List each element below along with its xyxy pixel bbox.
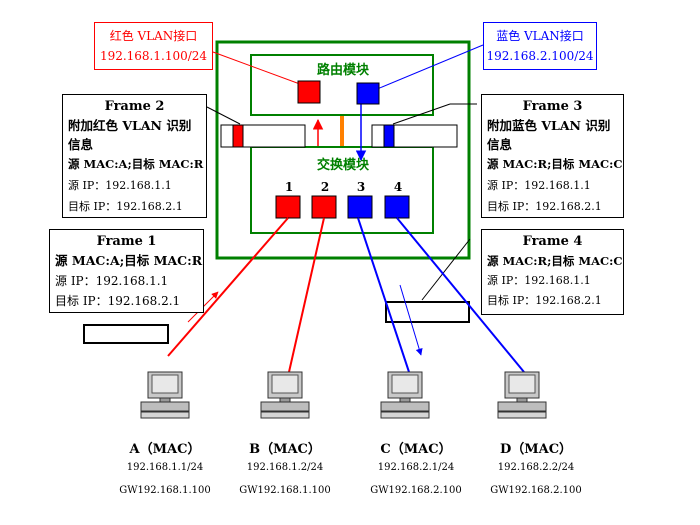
- frame2-info-box: Frame 2 附加红色 VLAN 识别 信息 源 MAC:A;目标 MAC:R…: [62, 94, 207, 218]
- host-d-link: [396, 217, 525, 373]
- routing-module-label: 路由模块: [316, 63, 369, 78]
- switch-port-4: [384, 195, 410, 219]
- routing-module-box: [250, 54, 434, 116]
- frame2-line-4: 源 IP：192.168.1.1: [68, 179, 172, 192]
- blue-callout-line: [369, 44, 484, 93]
- switching-module-box: [250, 146, 434, 234]
- frame1-packet: [83, 324, 169, 344]
- frame3-line-2: 信息: [487, 137, 513, 152]
- frame3-line-5: 目标 IP：192.168.2.1: [487, 200, 602, 213]
- frame1-line-3: 目标 IP：192.168.2.1: [55, 294, 181, 308]
- frame2-line-1: 附加红色 VLAN 识别: [68, 118, 192, 133]
- host-c-label: C（MAC）: [380, 442, 452, 457]
- switch-port-3: [347, 195, 373, 219]
- frame2-line-2: 信息: [68, 137, 94, 152]
- host-a-ip: 192.168.1.1/24: [126, 462, 204, 473]
- frame3-info-box: Frame 3 附加蓝色 VLAN 识别 信息 源 MAC:R;目标 MAC:C…: [481, 94, 624, 218]
- frame3-line-3: 源 MAC:R;目标 MAC:C: [487, 157, 623, 171]
- host-d-label: D（MAC）: [499, 442, 573, 457]
- layer3-switch-box: [215, 40, 471, 260]
- port-number-1: 1: [284, 180, 294, 194]
- frame3-line-1: 附加蓝色 VLAN 识别: [487, 118, 611, 133]
- switching-module-label: 交换模块: [316, 158, 369, 173]
- host-b-computer-icon: [260, 371, 310, 419]
- frame3-line-4: 源 IP：192.168.1.1: [487, 179, 591, 192]
- frame2-red-tag: [232, 124, 244, 148]
- frame4-line-1: 源 MAC:R;目标 MAC:C: [487, 254, 623, 268]
- frame4-direction-arrow: [399, 284, 423, 356]
- frame1-title: Frame 1: [96, 234, 157, 249]
- frame4-line-3: 目标 IP：192.168.2.1: [487, 294, 602, 307]
- host-b-link: [288, 217, 325, 373]
- port-number-3: 3: [356, 180, 366, 194]
- switch-port-1: [275, 195, 301, 219]
- frame1-line-1: 源 MAC:A;目标 MAC:R: [55, 253, 203, 268]
- host-c-computer-icon: [380, 371, 430, 419]
- frame3-blue-tag: [383, 124, 395, 148]
- frame4-line-2: 源 IP：192.168.1.1: [487, 274, 591, 287]
- frame2-line-3: 源 MAC:A;目标 MAC:R: [68, 157, 204, 171]
- blue-vlan-interface-name: 蓝色 VLAN接口: [496, 29, 584, 43]
- frame2-line-5: 目标 IP：192.168.2.1: [68, 200, 183, 213]
- host-d-ip: 192.168.2.2/24: [497, 462, 575, 473]
- host-b-gateway: GW192.168.1.100: [239, 485, 331, 496]
- host-c-ip: 192.168.2.1/24: [377, 462, 455, 473]
- frame3-callout-line-b: [392, 103, 451, 125]
- host-a-label: A（MAC）: [129, 442, 201, 457]
- frame4-packet: [385, 301, 470, 323]
- red-vlan-interface-name: 红色 VLAN接口: [109, 29, 198, 43]
- blue-vlan-interface-ip: 192.168.2.100/24: [486, 49, 594, 63]
- router-red-port: [297, 80, 321, 104]
- red-vlan-interface-ip: 192.168.1.100/24: [99, 49, 208, 63]
- frame4-info-box: Frame 4 源 MAC:R;目标 MAC:C 源 IP：192.168.1.…: [481, 229, 624, 315]
- host-a-computer-icon: [140, 371, 190, 419]
- blue-vlan-interface-callout: 蓝色 VLAN接口 192.168.2.100/24: [483, 22, 597, 70]
- host-c-link: [357, 217, 410, 373]
- switch-port-2: [311, 195, 337, 219]
- host-b-ip: 192.168.1.2/24: [246, 462, 324, 473]
- host-d-gateway: GW192.168.2.100: [490, 485, 582, 496]
- frame2-callout-line: [206, 106, 241, 125]
- host-c-gateway: GW192.168.2.100: [370, 485, 462, 496]
- frame2-title: Frame 2: [104, 99, 165, 114]
- host-a-gateway: GW192.168.1.100: [119, 485, 211, 496]
- router-blue-port: [356, 82, 380, 105]
- frame4-callout-line: [421, 238, 471, 301]
- host-b-label: B（MAC）: [249, 442, 321, 457]
- host-d-computer-icon: [497, 371, 547, 419]
- frame3-title: Frame 3: [522, 99, 583, 114]
- frame1-info-box: Frame 1 源 MAC:A;目标 MAC:R 源 IP：192.168.1.…: [49, 229, 204, 313]
- red-vlan-interface-callout: 红色 VLAN接口 192.168.1.100/24: [94, 22, 213, 70]
- frame4-title: Frame 4: [522, 234, 583, 249]
- frame1-line-2: 源 IP：192.168.1.1: [55, 274, 169, 288]
- port-number-2: 2: [320, 180, 330, 194]
- port-number-4: 4: [393, 180, 403, 194]
- host-a-link: [167, 217, 289, 357]
- red-callout-line: [212, 51, 309, 88]
